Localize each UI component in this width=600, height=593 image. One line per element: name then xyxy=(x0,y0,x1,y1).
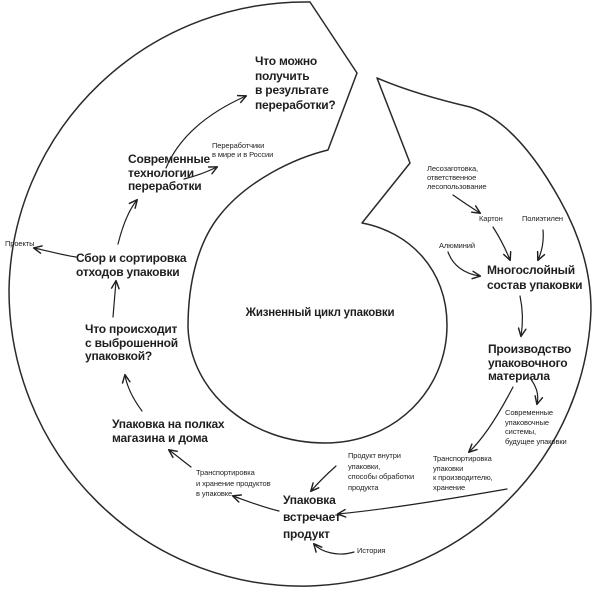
arrow-collection-to-modern-tech xyxy=(117,198,138,245)
arrow-what-happens-to-collection xyxy=(110,279,120,318)
arrow-transport-storage-to-shelves xyxy=(167,449,192,468)
arrow-cardboard-to-multilayer xyxy=(492,226,512,262)
arrow-collection-to-projects xyxy=(32,245,77,258)
cycle-ring-shape xyxy=(8,1,592,587)
arrow-aluminum-to-multilayer xyxy=(447,251,482,280)
arrow-modern-tech-to-what-can-get xyxy=(165,94,248,169)
arrow-polyethylene-to-multilayer xyxy=(536,229,546,262)
arrow-transport-manufacturer-to-meets-product xyxy=(336,488,508,518)
arrow-shelves-to-what-happens xyxy=(121,373,143,412)
arrow-multilayer-to-production xyxy=(517,295,527,338)
arrow-production-to-transport-manufacturer xyxy=(467,386,514,454)
arrow-production-to-modern-systems xyxy=(529,377,544,406)
arrow-history-to-meets-product xyxy=(312,542,355,555)
arrow-meets-product-to-transport-storage xyxy=(231,494,280,512)
arrow-modern-tech-to-recyclers xyxy=(183,166,219,180)
arrow-timber-to-cardboard xyxy=(452,194,482,214)
arrow-product-inside-to-meets-product xyxy=(309,465,337,493)
